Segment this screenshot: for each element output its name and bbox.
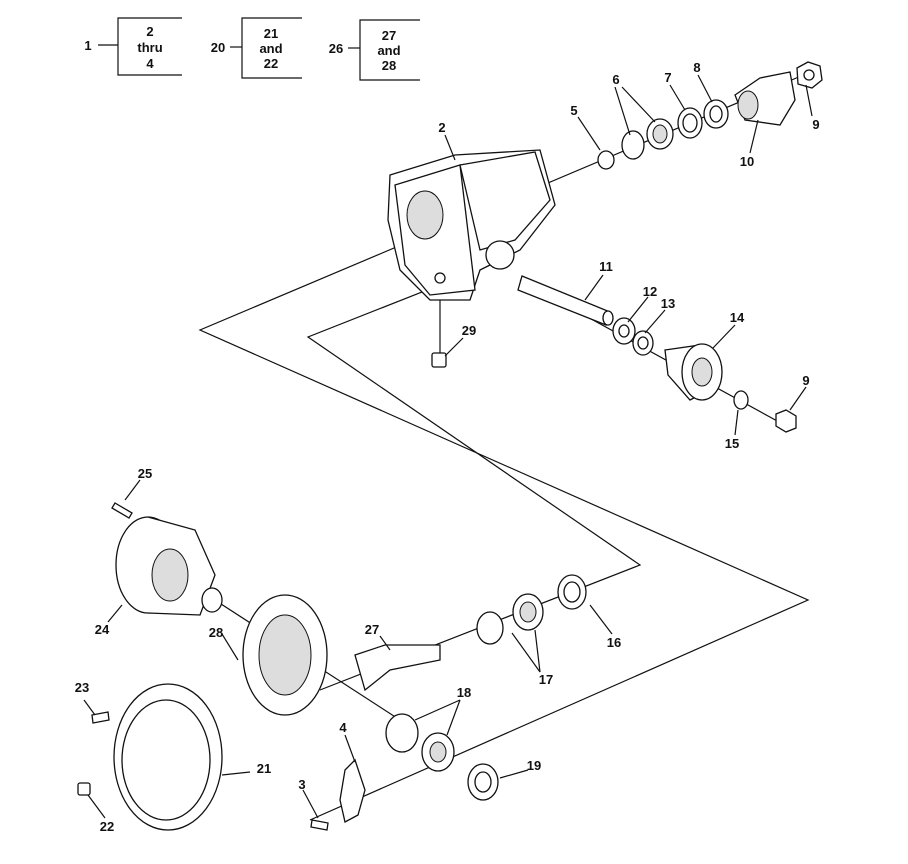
carrier-housing [387,149,556,301]
legend-line: thru [137,40,162,55]
callout-27: 27 [365,622,379,637]
legend-ref: 20 [211,40,225,55]
callout-5: 5 [570,103,577,118]
legend-line: 21 [264,26,278,41]
callout-14: 14 [730,310,745,325]
callout-29: 29 [462,323,476,338]
legend-group-26: 26 27 and 28 [329,19,420,81]
callout-21: 21 [257,761,271,776]
callout-11: 11 [599,259,613,274]
yoke-10 [734,71,796,126]
callout-7: 7 [664,70,671,85]
nut-9 [775,409,797,433]
legend-line: 22 [264,56,278,71]
seal-19 [467,763,499,801]
bearing-cup-7 [677,107,703,139]
pinion-gear-27 [354,644,441,692]
bolt-3 [310,819,329,831]
differential-case-24 [115,516,223,616]
cover-21 [113,683,223,831]
legend-group-20: 20 21 and 22 [211,17,302,79]
legend-line: and [377,43,400,58]
callout-28: 28 [209,625,223,640]
flange-14 [664,343,723,401]
callout-13: 13 [661,296,675,311]
callout-16: 16 [607,635,621,650]
leader-lines [83,74,813,819]
legend-line: 2 [146,24,153,39]
callout-10: 10 [740,154,754,169]
callout-18: 18 [457,685,471,700]
bearing-cap-4 [339,758,366,823]
washer-15 [733,390,749,410]
bolt-23 [91,711,110,724]
bolt-25 [111,502,133,519]
legend-line: 4 [146,56,154,71]
callout-8: 8 [693,60,700,75]
legend-line: 28 [382,58,396,73]
callout-24: 24 [95,622,110,637]
legend-ref: 1 [84,38,91,53]
bearing-18 [385,713,455,772]
callout-19: 19 [527,758,541,773]
callout-9: 9 [802,373,809,388]
bearing-12 [612,317,636,345]
seal-8 [703,99,729,129]
callout-12: 12 [643,284,657,299]
legend-group-1: 1 2 thru 4 [84,17,182,76]
callout-22: 22 [100,819,114,834]
callout-2: 2 [438,120,445,135]
legend-ref: 26 [329,41,343,56]
callout-17: 17 [539,672,553,687]
bearing-17 [476,593,544,645]
callout-23: 23 [75,680,89,695]
bearing-6 [621,118,674,160]
callout-4: 4 [339,720,347,735]
legend-line: 27 [382,28,396,43]
plug-22 [77,782,91,796]
plug-29 [431,352,447,368]
callout-25: 25 [138,466,152,481]
callouts: 2 3 4 5 6 7 8 9 9 10 11 12 13 14 15 16 1… [75,60,820,834]
callout-3: 3 [298,777,305,792]
seal-13 [632,330,654,356]
callout-6: 6 [612,72,619,87]
callout-15: 15 [725,436,739,451]
callout-9: 9 [812,117,819,132]
legend-line: and [259,41,282,56]
shim-16 [557,574,587,610]
ring-gear-28 [242,594,328,716]
spacer-5 [597,150,615,170]
pinion-nut-9 [796,61,823,89]
shaft-11 [517,275,614,326]
